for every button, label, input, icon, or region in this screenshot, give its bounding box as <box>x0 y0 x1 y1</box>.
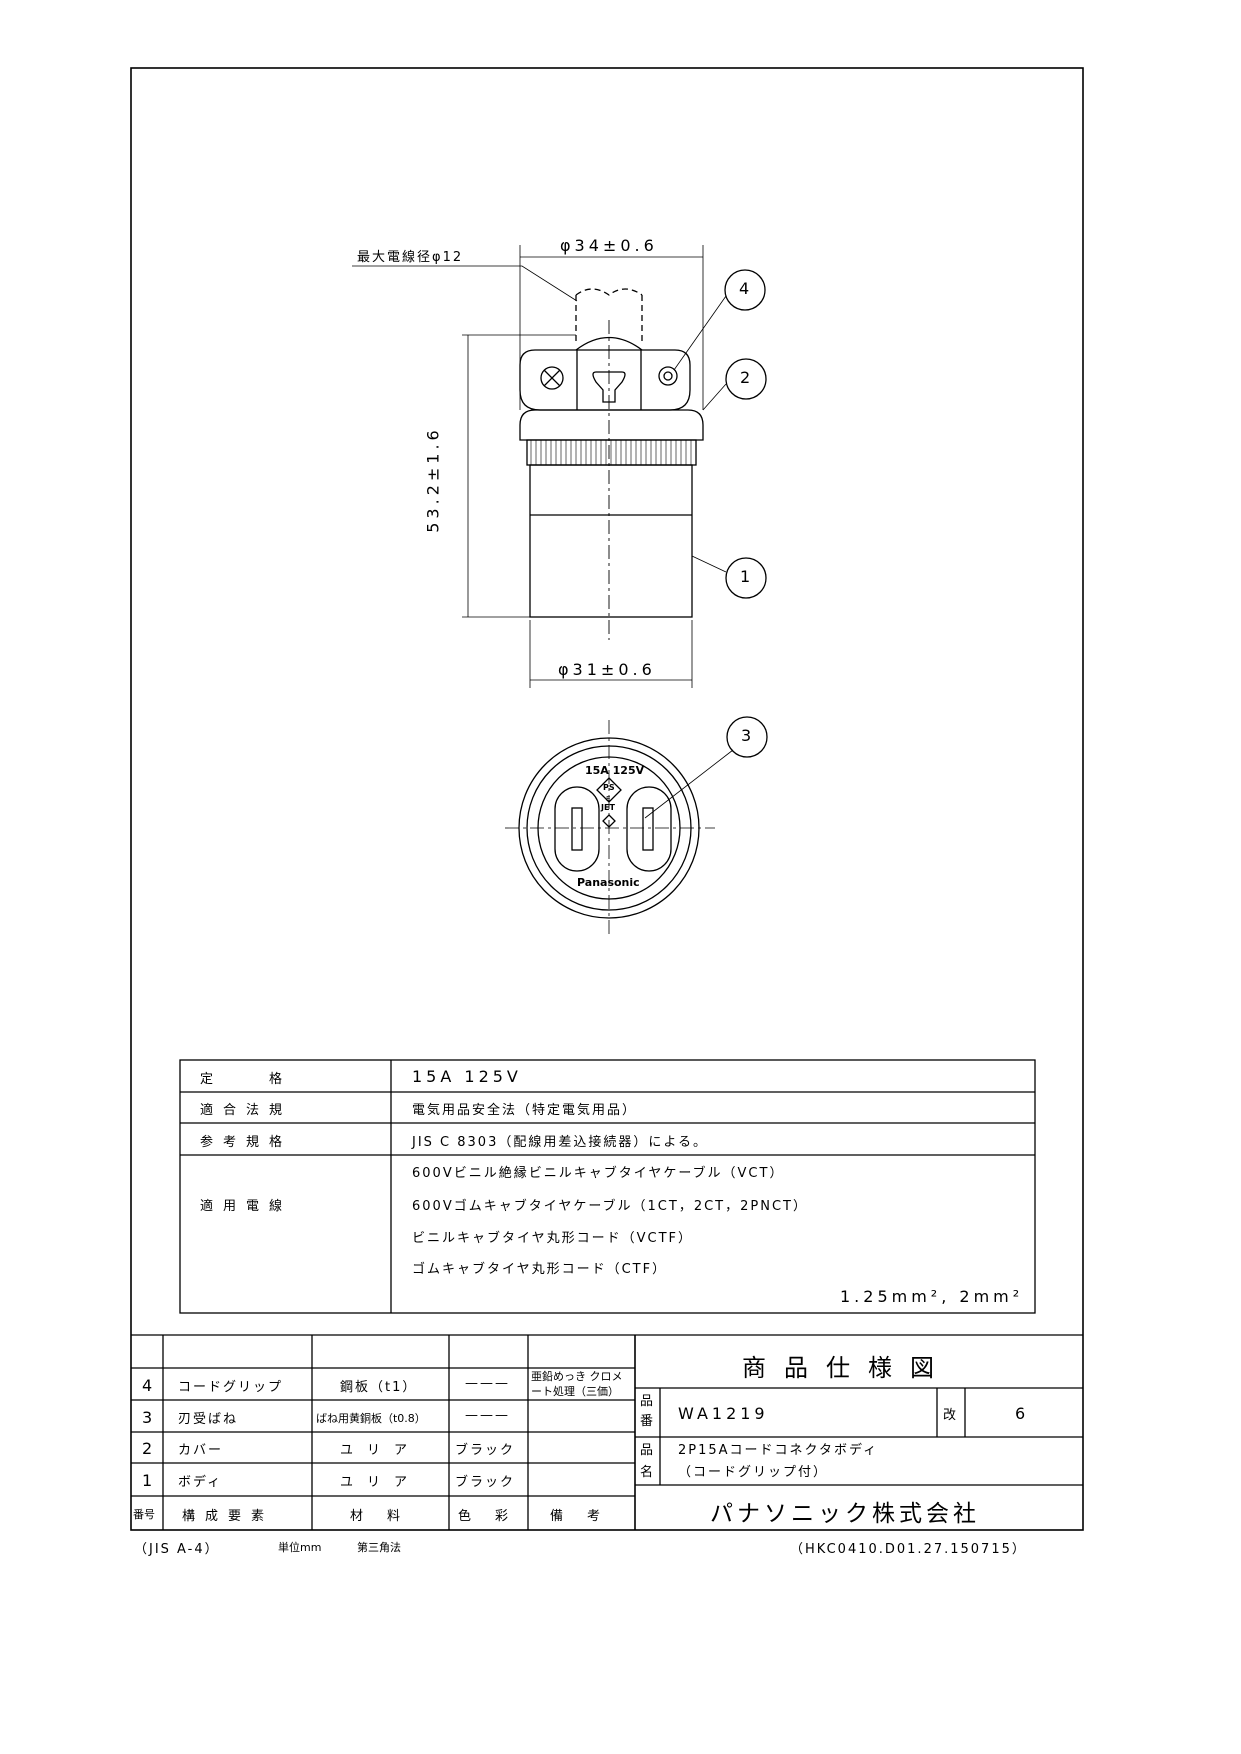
dim-top-diameter: φ34±0.6 <box>560 236 658 255</box>
part-name: コードグリップ <box>178 1380 284 1395</box>
face-brand: Panasonic <box>577 876 640 889</box>
part-no: 2 <box>142 1439 157 1458</box>
cover <box>519 409 704 441</box>
face-ps: PS <box>603 783 615 792</box>
spec-wire-line: 600Vビニル絶縁ビニルキャブタイヤケーブル（VCT） <box>412 1166 785 1181</box>
spec-label-wire: 適用電線 <box>200 1199 293 1214</box>
knurled-band <box>526 439 697 466</box>
company-name: パナソニック株式会社 <box>710 1501 980 1527</box>
part-note: 亜鉛めっき クロメート処理（三価） <box>531 1370 623 1398</box>
rev-label: 改 <box>943 1408 959 1423</box>
part-no: 3 <box>142 1408 157 1427</box>
part-color: ——— <box>465 1376 510 1391</box>
spec-wire-line: 600Vゴムキャブタイヤケーブル（1CT，2CT，2PNCT） <box>412 1199 808 1214</box>
header-material: 材料 <box>350 1509 425 1524</box>
product-name-label: 品名 <box>640 1443 654 1480</box>
unit: 単位mm <box>278 1541 322 1554</box>
product-name-line1: 2P15Aコードコネクタボディ <box>678 1443 879 1458</box>
part-number: WA1219 <box>678 1404 769 1423</box>
spec-wire-line: ビニルキャブタイヤ丸形コード（VCTF） <box>412 1231 693 1246</box>
balloon-1: 1 <box>740 567 755 586</box>
spec-wire-size: 1.25mm², 2mm² <box>840 1287 1024 1306</box>
revision: 6 <box>1015 1404 1030 1423</box>
spec-label-standard: 参考規格 <box>200 1135 293 1150</box>
part-color: ブラック <box>455 1443 516 1458</box>
dim-height: 53.2±1.6 <box>423 426 443 533</box>
side-view <box>352 245 768 819</box>
body <box>529 464 693 618</box>
face-rating: 15A 125V <box>585 764 645 777</box>
balloon-3: 3 <box>741 726 756 745</box>
projection: 第三角法 <box>357 1541 401 1554</box>
spec-label-law: 適合法規 <box>200 1103 293 1118</box>
part-material: 鋼板（t1） <box>340 1380 418 1395</box>
spec-value-standard: JIS C 8303（配線用差込接続器）による。 <box>412 1135 708 1150</box>
cord-grip <box>519 349 691 411</box>
dim-bottom-diameter: φ31±0.6 <box>558 660 656 679</box>
part-material: ユリア <box>340 1443 422 1458</box>
header-name: 構成要素 <box>182 1509 275 1524</box>
part-name: カバー <box>178 1443 224 1458</box>
doc-title: 商品仕様図 <box>742 1354 952 1382</box>
part-material: ばね用黄銅板（t0.8） <box>316 1412 426 1425</box>
header-color: 色彩 <box>458 1509 533 1524</box>
paper-size: （JIS A-4） <box>134 1542 220 1557</box>
spec-value-law: 電気用品安全法（特定電気用品） <box>412 1103 638 1118</box>
face-jet: JET <box>601 803 615 812</box>
part-color: ——— <box>465 1408 510 1423</box>
header-note: 備考 <box>550 1509 625 1524</box>
product-name-line2: （コードグリップ付） <box>678 1465 829 1480</box>
spec-wire-line: ゴムキャブタイヤ丸形コード（CTF） <box>412 1262 668 1277</box>
max-wire-label: 最大電線径φ12 <box>357 250 464 265</box>
part-name: 刃受ばね <box>178 1412 239 1427</box>
drawing-frame <box>130 67 1084 1531</box>
part-no-label: 品番 <box>640 1394 654 1429</box>
part-color: ブラック <box>455 1475 516 1490</box>
part-material: ユリア <box>340 1475 422 1490</box>
header-no: 番号 <box>133 1508 155 1521</box>
part-name: ボディ <box>178 1475 223 1490</box>
face-e: E <box>606 795 611 803</box>
spec-value-rating: 15A 125V <box>412 1067 522 1086</box>
spec-table-lines <box>179 1059 1036 1314</box>
part-no: 1 <box>142 1471 157 1490</box>
front-view <box>505 720 715 935</box>
spec-label-rating: 定 格 <box>200 1072 293 1087</box>
balloon-2: 2 <box>740 368 755 387</box>
parts-table-lines <box>131 1334 1083 1530</box>
balloon-4: 4 <box>739 279 754 298</box>
document-code: （HKC0410.D01.27.150715） <box>790 1542 1027 1557</box>
part-no: 4 <box>142 1376 157 1395</box>
